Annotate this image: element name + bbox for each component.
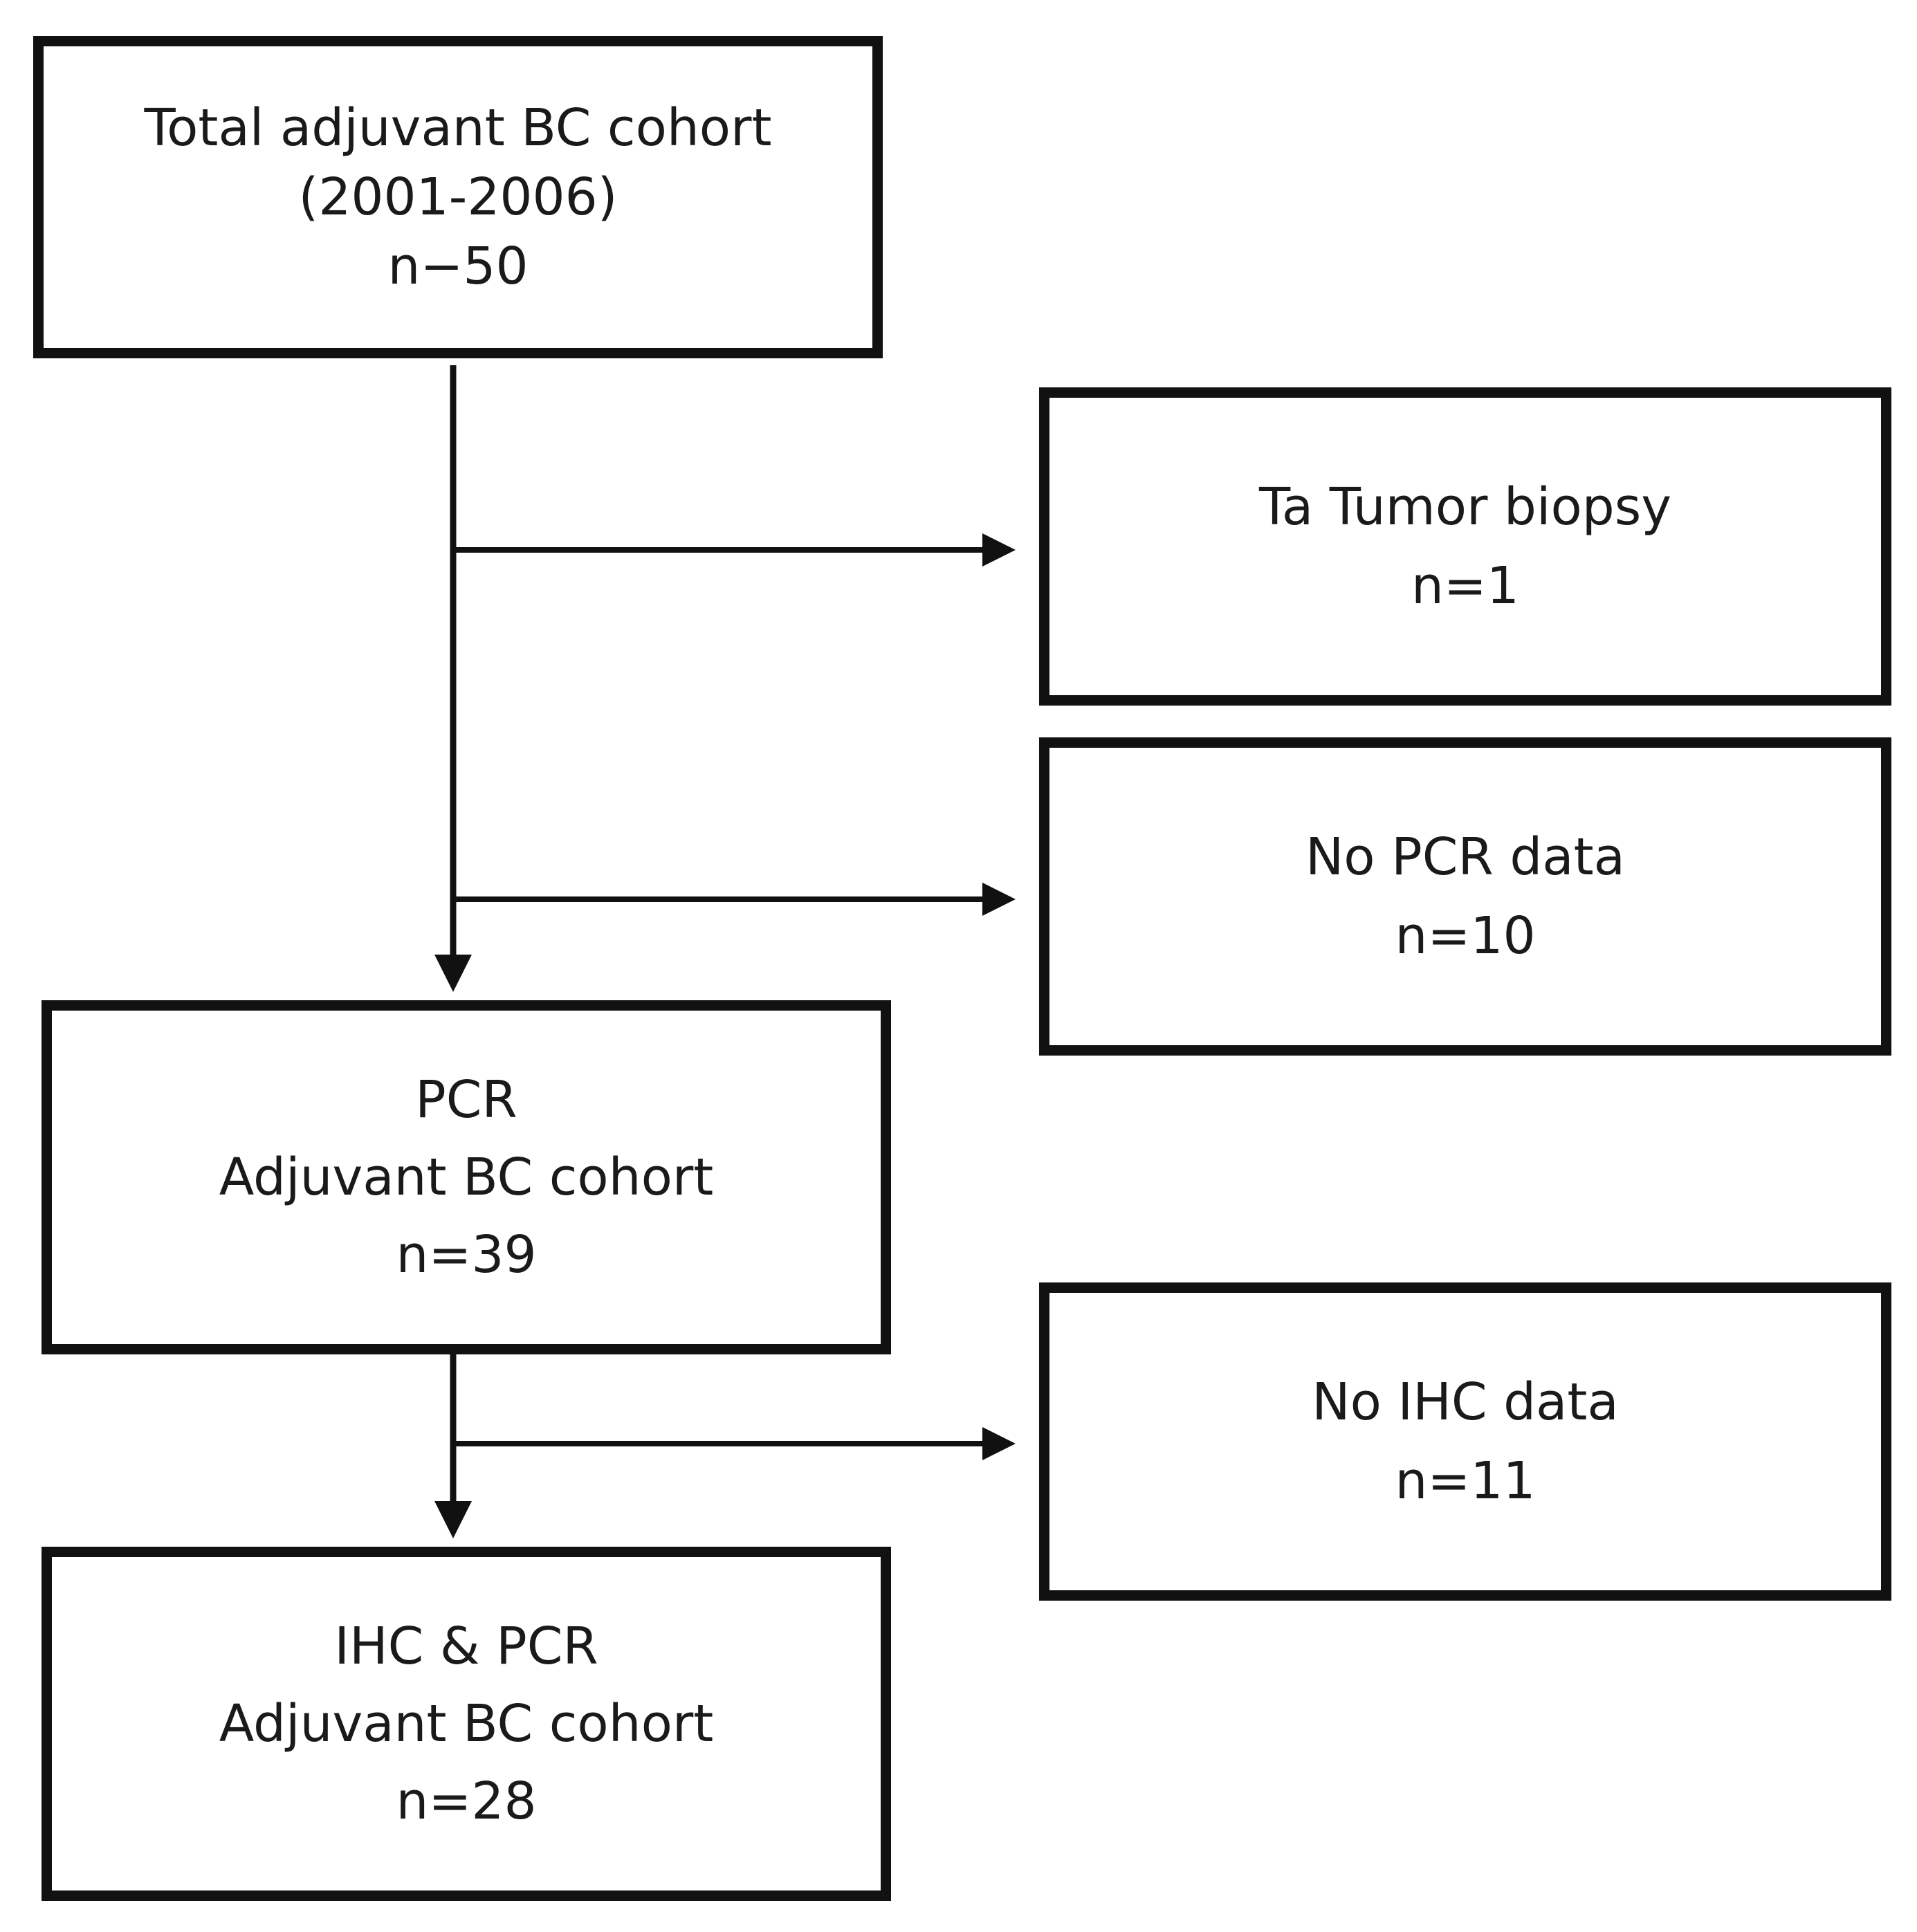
pcr-cohort-title: Adjuvant BC cohort [219,1148,714,1207]
pcr-cohort-count: n=39 [396,1225,537,1285]
pcr-cohort-heading: PCR [415,1070,517,1130]
no-pcr-data-count: n=10 [1395,906,1536,966]
total-cohort-title: Total adjuvant BC cohort [144,98,772,158]
total-cohort-count: n−50 [387,237,529,296]
total-cohort-years: (2001-2006) [298,167,618,227]
pcr-cohort-box: PCR Adjuvant BC cohort n=39 [42,1000,891,1354]
no-ihc-data-box: No IHC data n=11 [1039,1282,1891,1601]
no-ihc-data-title: No IHC data [1312,1372,1619,1432]
no-ihc-data-count: n=11 [1395,1451,1536,1511]
ta-tumor-biopsy-title: Ta Tumor biopsy [1258,477,1672,537]
no-pcr-data-box: No PCR data n=10 [1039,737,1891,1056]
ihc-pcr-cohort-heading: IHC & PCR [334,1617,598,1676]
ta-tumor-biopsy-box: Ta Tumor biopsy n=1 [1039,387,1891,706]
ihc-pcr-cohort-title: Adjuvant BC cohort [219,1694,714,1754]
ihc-pcr-cohort-box: IHC & PCR Adjuvant BC cohort n=28 [42,1547,891,1901]
no-pcr-data-title: No PCR data [1305,827,1626,887]
ta-tumor-biopsy-count: n=1 [1411,556,1519,616]
total-cohort-box: Total adjuvant BC cohort (2001-2006) n−5… [33,36,883,358]
ihc-pcr-cohort-count: n=28 [396,1772,537,1831]
